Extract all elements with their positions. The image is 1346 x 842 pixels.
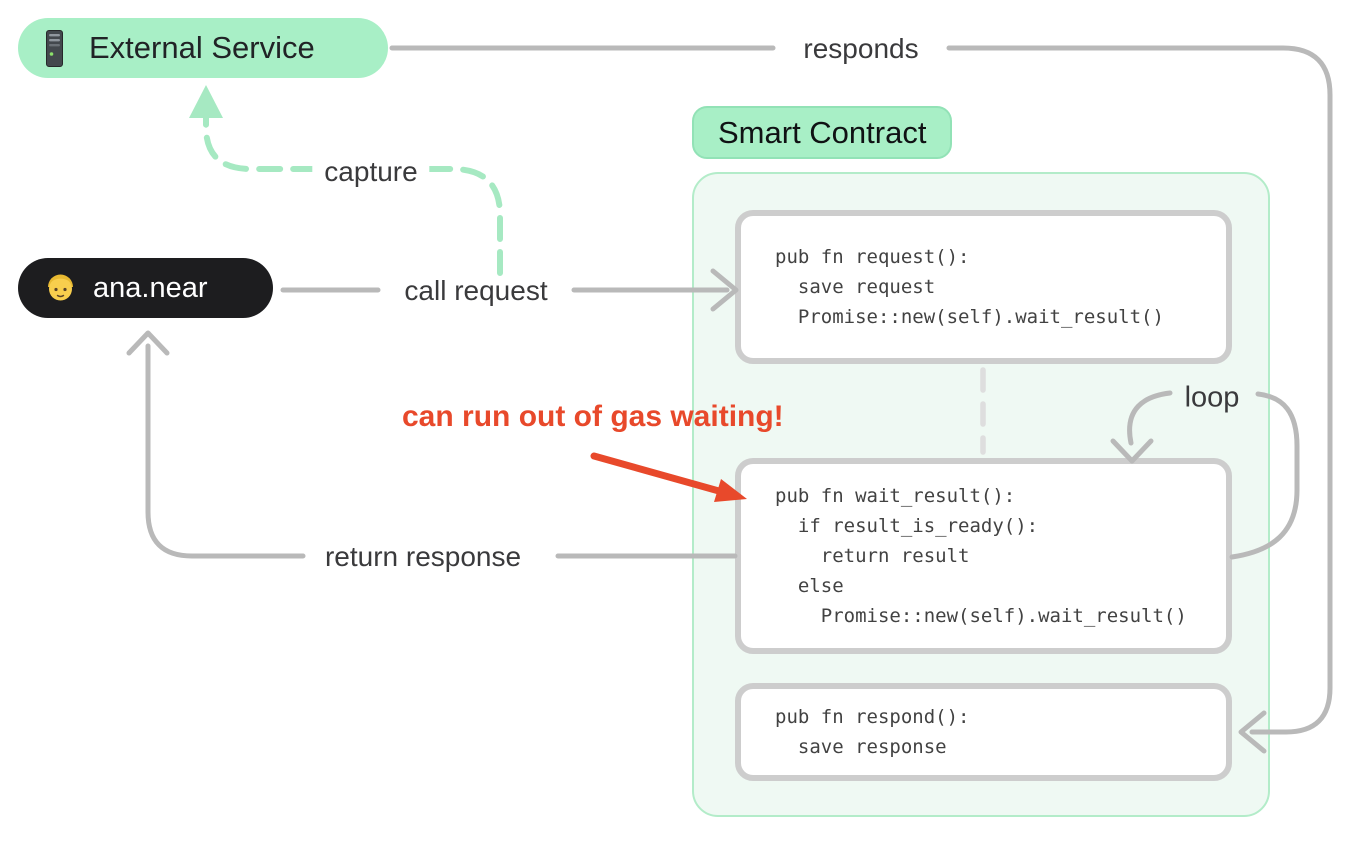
loop-label: loop [1175, 381, 1249, 415]
person-emoji [42, 270, 78, 306]
server-icon [46, 29, 63, 67]
code-line: save response [775, 736, 947, 758]
capture-dashed-line [203, 115, 503, 276]
code-line: save request [775, 276, 936, 298]
code-line: pub fn respond(): [775, 706, 970, 728]
code-box-wait-result: pub fn wait_result(): if result_is_ready… [735, 458, 1232, 654]
return-response-line-left [145, 343, 306, 559]
responds-label: responds [803, 33, 919, 64]
code-line: pub fn request(): [775, 246, 970, 268]
smart-contract-label: Smart Contract [692, 106, 953, 159]
capture-label: capture [312, 156, 430, 188]
code-box-request: pub fn request(): save request Promise::… [735, 210, 1232, 364]
capture-arrowhead-icon [189, 85, 223, 118]
code-line: if result_is_ready(): [775, 515, 1039, 537]
gas-warning-annotation: can run out of gas waiting! [402, 400, 784, 433]
return-response-arrowhead-icon [126, 330, 170, 356]
code-line: else [775, 575, 844, 597]
call-request-label: call request [404, 275, 548, 306]
code-box-respond: pub fn respond(): save response [735, 683, 1232, 781]
code-line: return result [775, 545, 970, 567]
external-service-label: External Service [89, 30, 315, 65]
return-response-label: return response [324, 541, 522, 572]
user-label: ana.near [93, 271, 208, 304]
code-line: Promise::new(self).wait_result() [775, 306, 1164, 328]
external-service-node: External Service [18, 18, 388, 78]
user-node: ana.near [18, 258, 273, 318]
code-line: Promise::new(self).wait_result() [775, 605, 1187, 627]
code-line: pub fn wait_result(): [775, 485, 1016, 507]
